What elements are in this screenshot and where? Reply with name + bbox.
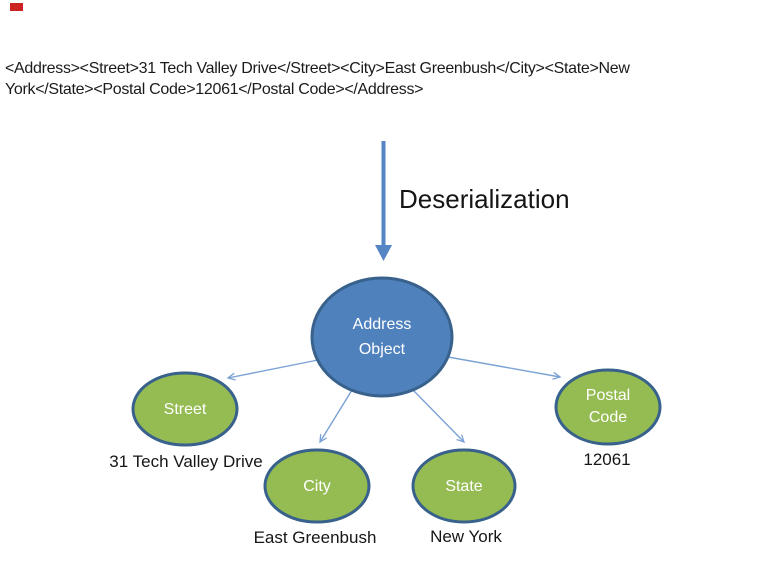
connector-root-to-postal-code <box>447 356 562 380</box>
state-node-label: State <box>445 477 483 495</box>
deserialization-arrow-head <box>375 245 392 261</box>
city-node <box>263 448 371 524</box>
address-object-node <box>310 276 454 398</box>
address-object-node-label: Address Object <box>352 316 412 358</box>
city-node-label: City <box>303 477 331 495</box>
city-value-text: East Greenbush <box>253 528 377 547</box>
postal-code-value-text: 12061 <box>583 450 631 469</box>
serialized-xml-text: <Address><Street>31 Tech Valley Drive</S… <box>5 60 630 98</box>
state-value-text: New York <box>430 527 502 546</box>
street-node-label: Street <box>163 400 207 418</box>
deserialization-label: Deserialization <box>399 184 570 214</box>
state-node <box>411 448 517 524</box>
red-corner-mark <box>10 3 23 11</box>
postal-code-node <box>554 368 662 446</box>
street-value-text: 31 Tech Valley Drive <box>109 452 263 471</box>
connector-root-to-street <box>226 359 319 381</box>
street-node <box>131 371 239 447</box>
connector-root-to-state <box>412 389 466 444</box>
postal-code-node-label: Postal Code <box>585 387 631 426</box>
connector-root-to-city <box>319 389 353 444</box>
